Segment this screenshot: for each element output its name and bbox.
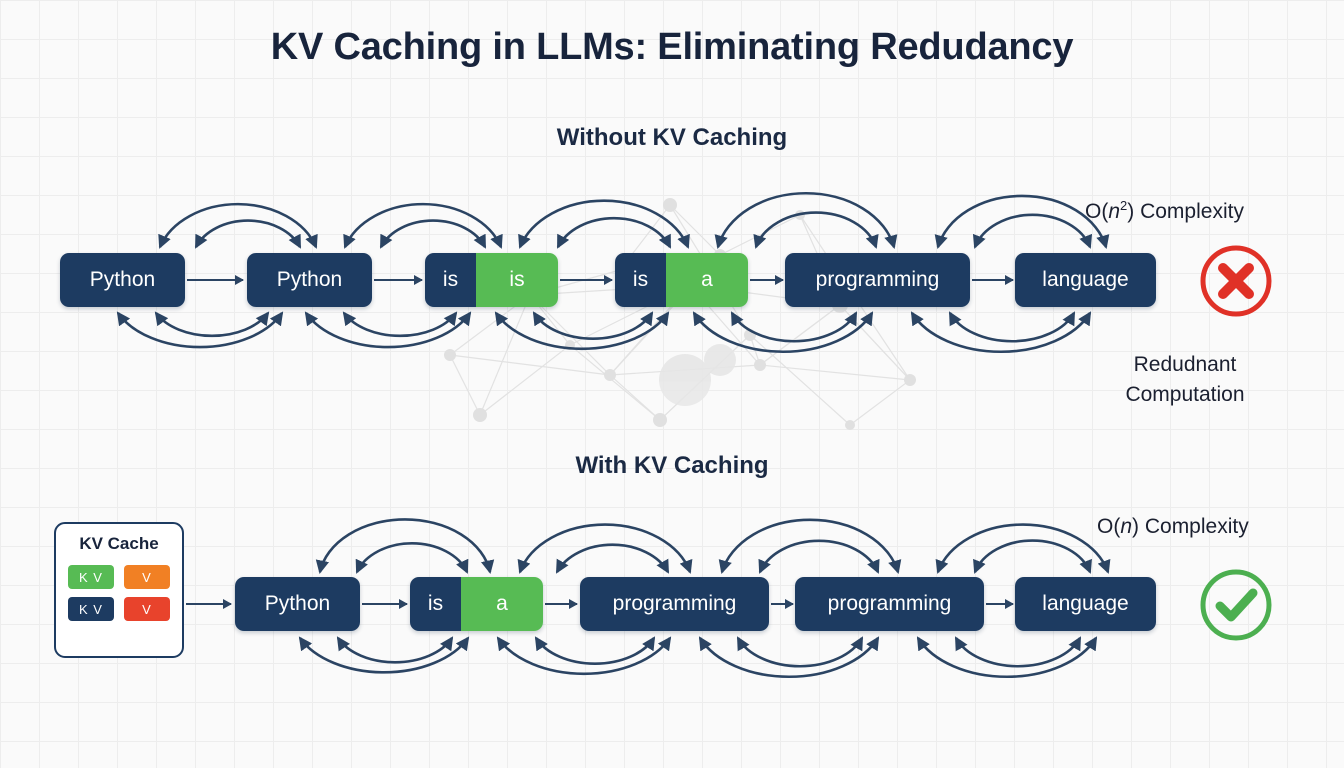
flow-arrow xyxy=(545,599,578,609)
flow-arrow xyxy=(362,599,408,609)
token-label: Python xyxy=(60,253,185,307)
token-label: language xyxy=(1015,577,1156,631)
token-box[interactable]: programming xyxy=(795,577,984,631)
flow-arrow-cache-to-token xyxy=(186,599,232,609)
token-label-cached: is xyxy=(410,577,461,631)
flow-arrow xyxy=(187,275,244,285)
token-box-split[interactable]: is a xyxy=(615,253,748,307)
token-label-new: a xyxy=(461,577,543,631)
flow-arrow xyxy=(560,275,613,285)
token-box[interactable]: programming xyxy=(785,253,970,307)
kv-chip-k-green: K V xyxy=(68,565,114,589)
token-box[interactable]: Python xyxy=(247,253,372,307)
page-title: KV Caching in LLMs: Eliminating Redudanc… xyxy=(270,26,1074,68)
token-label: programming xyxy=(795,577,984,631)
network-decoration xyxy=(444,198,916,430)
token-box-split[interactable]: is is xyxy=(425,253,558,307)
note-line-2: Computation xyxy=(1125,383,1245,406)
complexity-label-with: O(n) Complexity xyxy=(1097,515,1249,539)
token-box[interactable]: language xyxy=(1015,253,1156,307)
token-label-new: a xyxy=(666,253,748,307)
kv-chip-v-red: V xyxy=(124,597,170,621)
kv-cache-title: KV Cache xyxy=(79,534,159,553)
flow-arrow xyxy=(750,275,784,285)
check-circle-icon xyxy=(1200,569,1272,641)
section-heading-with: With KV Caching xyxy=(575,452,769,479)
complexity-suffix: ) Complexity xyxy=(1127,200,1244,223)
token-label-cached: is xyxy=(425,253,476,307)
flow-arrow xyxy=(374,275,423,285)
token-label: language xyxy=(1015,253,1156,307)
section-heading-without: Without KV Caching xyxy=(556,124,788,151)
flow-arrow xyxy=(771,599,794,609)
flow-arrow xyxy=(972,275,1014,285)
kv-cache-chip-grid: K V V K V V xyxy=(56,565,182,621)
token-box[interactable]: programming xyxy=(580,577,769,631)
complexity-prefix: O( xyxy=(1097,515,1121,538)
token-label-cached: is xyxy=(615,253,666,307)
token-box[interactable]: language xyxy=(1015,577,1156,631)
token-label: programming xyxy=(785,253,970,307)
token-box[interactable]: Python xyxy=(235,577,360,631)
kv-chip-v-orange: V xyxy=(124,565,170,589)
complexity-var: n xyxy=(1108,200,1121,223)
flow-arrow xyxy=(986,599,1014,609)
cross-circle-icon xyxy=(1200,245,1272,317)
complexity-prefix: O( xyxy=(1085,200,1109,223)
token-label: Python xyxy=(247,253,372,307)
note-line-1: Redudnant xyxy=(1133,353,1237,376)
token-box-split[interactable]: is a xyxy=(410,577,543,631)
token-box[interactable]: Python xyxy=(60,253,185,307)
kv-cache-legend[interactable]: KV Cache K V V K V V xyxy=(54,522,184,658)
complexity-var: n xyxy=(1120,515,1133,538)
complexity-suffix: ) Complexity xyxy=(1132,515,1249,538)
token-label: programming xyxy=(580,577,769,631)
complexity-exponent: 2 xyxy=(1120,198,1128,213)
token-label-new: is xyxy=(476,253,558,307)
kv-chip-k-navy: K V xyxy=(68,597,114,621)
token-label: Python xyxy=(235,577,360,631)
complexity-label-without: O(n2) Complexity xyxy=(1085,198,1244,224)
redundant-computation-note: Redudnant Computation xyxy=(1070,350,1300,410)
